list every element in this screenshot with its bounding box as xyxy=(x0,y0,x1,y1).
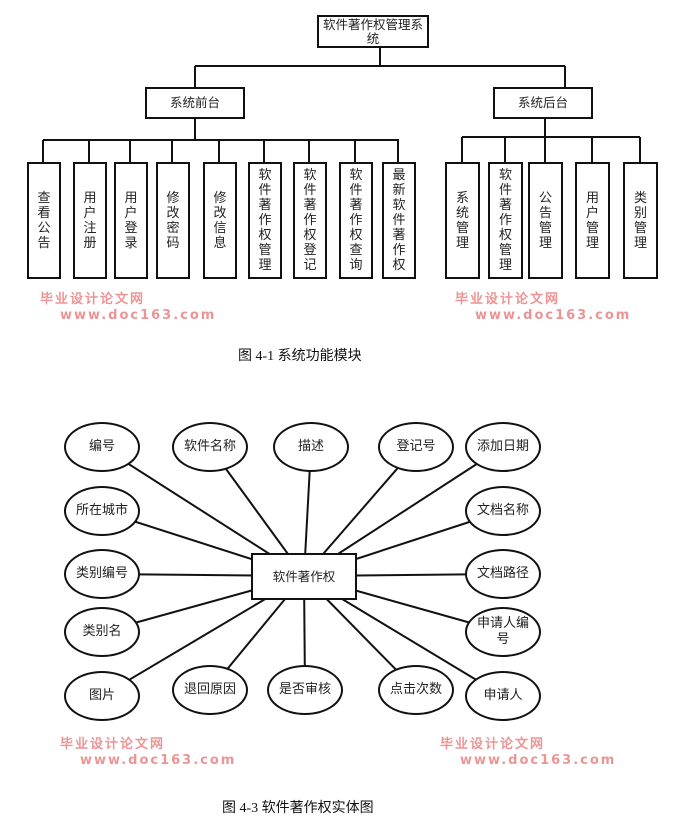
front-module-label: 用户注册 xyxy=(83,190,97,251)
back-module: 公告管理 xyxy=(528,162,563,279)
attribute-ellipse-label: 类别名 xyxy=(82,624,122,639)
entity-box: 软件著作权 xyxy=(251,553,357,600)
attribute-ellipse-label: 添加日期 xyxy=(476,439,529,454)
back-node-label: 系统后台 xyxy=(517,95,568,110)
attribute-ellipse: 文档名称 xyxy=(465,486,541,536)
back-module-label: 系统管理 xyxy=(456,190,470,251)
attribute-ellipse: 类别编号 xyxy=(64,549,140,599)
front-module: 软件著作权查询 xyxy=(339,162,373,279)
attribute-ellipse: 所在城市 xyxy=(64,486,140,536)
back-module-label: 软件著作权管理 xyxy=(499,168,513,273)
attribute-ellipse: 申请人编号 xyxy=(465,607,541,657)
root-node-label: 软件著作权管理系统 xyxy=(322,16,423,46)
front-module: 修改信息 xyxy=(203,162,237,279)
back-module-label: 类别管理 xyxy=(634,190,648,251)
front-module: 用户登录 xyxy=(114,162,148,279)
back-module: 用户管理 xyxy=(575,162,610,279)
attribute-ellipse-label: 申请人编号 xyxy=(476,616,529,647)
attribute-ellipse: 退回原因 xyxy=(172,665,248,715)
attribute-ellipse: 描述 xyxy=(273,422,349,472)
back-module-label: 用户管理 xyxy=(586,190,600,251)
back-module-label: 公告管理 xyxy=(539,190,553,251)
front-module-label: 修改信息 xyxy=(213,190,227,251)
attribute-ellipse-label: 编号 xyxy=(88,439,115,454)
attribute-ellipse-label: 所在城市 xyxy=(75,503,128,518)
root-node: 软件著作权管理系统 xyxy=(317,15,429,48)
back-module: 软件著作权管理 xyxy=(488,162,523,279)
front-module-label: 用户登录 xyxy=(124,190,138,251)
front-module: 查看公告 xyxy=(27,162,61,279)
front-module: 软件著作权登记 xyxy=(293,162,327,279)
back-module: 类别管理 xyxy=(623,162,658,279)
attribute-ellipse: 类别名 xyxy=(64,607,140,657)
front-module: 用户注册 xyxy=(73,162,107,279)
front-module: 软件著作权管理 xyxy=(248,162,282,279)
attribute-ellipse: 文档路径 xyxy=(465,549,541,599)
attribute-ellipse: 点击次数 xyxy=(378,665,454,715)
front-module-label: 查看公告 xyxy=(37,190,51,251)
front-module-label: 软件著作权查询 xyxy=(349,168,363,273)
attribute-ellipse-label: 点击次数 xyxy=(389,682,442,697)
attribute-ellipse: 软件名称 xyxy=(172,422,248,472)
front-module-label: 软件著作权登记 xyxy=(303,168,317,273)
front-module-label: 修改密码 xyxy=(166,190,180,251)
attribute-ellipse-label: 软件名称 xyxy=(183,439,236,454)
attribute-ellipse: 申请人 xyxy=(465,671,541,721)
figure-caption: 图 4-1 系统功能模块 xyxy=(238,349,362,364)
figure-caption: 图 4-3 软件著作权实体图 xyxy=(222,801,374,816)
attribute-ellipse: 图片 xyxy=(64,671,140,721)
attribute-ellipse-label: 申请人 xyxy=(483,688,523,703)
attribute-ellipse: 编号 xyxy=(64,422,140,472)
attribute-ellipse-label: 类别编号 xyxy=(75,566,128,581)
back-node: 系统后台 xyxy=(493,87,593,119)
back-module: 系统管理 xyxy=(445,162,480,279)
attribute-ellipse-label: 退回原因 xyxy=(183,682,236,697)
attribute-ellipse-label: 文档路径 xyxy=(476,566,529,581)
attribute-ellipse-label: 是否审核 xyxy=(278,682,331,697)
front-module: 修改密码 xyxy=(156,162,190,279)
attribute-ellipse-label: 文档名称 xyxy=(476,503,529,518)
attribute-ellipse-label: 描述 xyxy=(297,439,324,454)
front-module-label: 最新软件著作权 xyxy=(392,168,406,273)
attribute-ellipse-label: 图片 xyxy=(88,688,115,703)
attribute-ellipse-label: 登记号 xyxy=(396,439,436,454)
entity-box-label: 软件著作权 xyxy=(272,568,336,584)
attribute-ellipse: 添加日期 xyxy=(465,422,541,472)
attribute-ellipse: 是否审核 xyxy=(267,665,343,715)
front-module: 最新软件著作权 xyxy=(382,162,416,279)
front-module-label: 软件著作权管理 xyxy=(258,168,272,273)
front-node: 系统前台 xyxy=(145,87,245,119)
attribute-ellipse: 登记号 xyxy=(378,422,454,472)
front-node-label: 系统前台 xyxy=(169,95,220,110)
